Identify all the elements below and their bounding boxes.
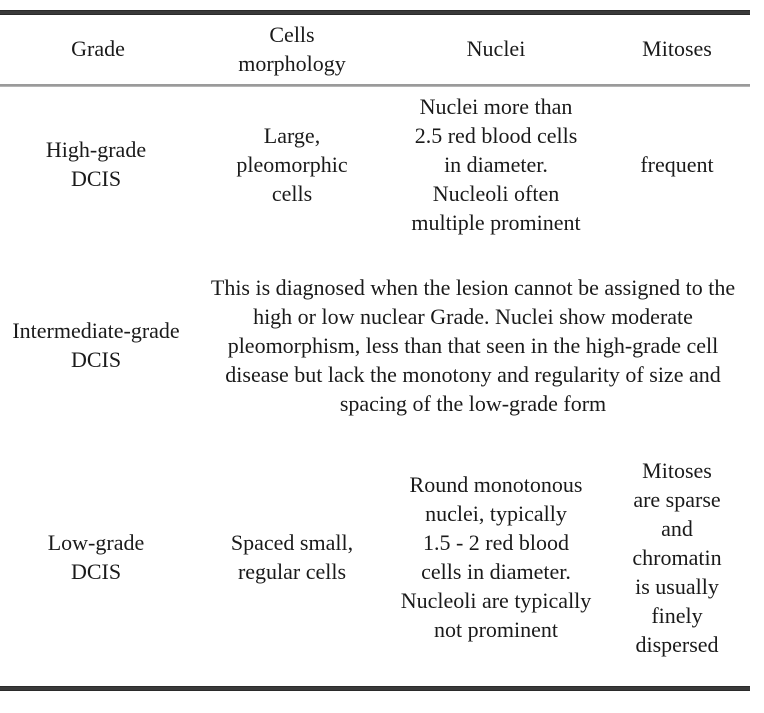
- table-body: High-grade DCIS Large, pleomorphic cells…: [0, 84, 750, 668]
- table-row: Low-grade DCIS Spaced small, regular cel…: [0, 446, 750, 668]
- table-header-row: Grade Cells morphology Nuclei Mitoses: [0, 13, 750, 84]
- grade-high-line2: DCIS: [70, 166, 122, 191]
- grade-intermediate-line2: DCIS: [70, 347, 122, 372]
- table-row: Intermediate-grade DCIS This is diagnose…: [0, 244, 750, 446]
- grade-intermediate-line1: Intermediate-grade: [12, 318, 180, 343]
- column-header-grade-label: Grade: [71, 36, 125, 61]
- column-header-cells-line2: morphology: [238, 50, 346, 76]
- cell-cells-low: Spaced small, regular cells: [230, 530, 354, 584]
- table-top-rule: [0, 10, 750, 15]
- cell-grade-low: Low-grade DCIS: [0, 446, 196, 668]
- column-header-grade: Grade: [0, 13, 196, 84]
- dcis-grade-table: Grade Cells morphology Nuclei Mitoses Hi…: [0, 13, 750, 668]
- column-header-mitoses-label: Mitoses: [642, 36, 712, 61]
- cell-nuclei-low: Round monotonous nuclei, typically 1.5 -…: [400, 472, 592, 642]
- column-header-nuclei: Nuclei: [388, 13, 604, 84]
- column-header-mitoses: Mitoses: [604, 13, 750, 84]
- cell-nuclei-high: Nuclei more than 2.5 red blood cells in …: [411, 93, 581, 235]
- table-header-rule: [0, 84, 750, 87]
- column-header-cells-morphology: Cells morphology: [196, 13, 388, 84]
- column-header-cells-line1: Cells: [269, 21, 315, 47]
- table-bottom-rule: [0, 686, 750, 691]
- cell-grade-high: High-grade DCIS: [0, 84, 196, 244]
- cell-intermediate-description: This is diagnosed when the lesion cannot…: [210, 274, 736, 416]
- grade-low-line1: Low-grade: [47, 530, 145, 555]
- cell-cells-high: Large, pleomorphic cells: [236, 122, 348, 206]
- grade-low-line2: DCIS: [70, 559, 122, 584]
- table-header: Grade Cells morphology Nuclei Mitoses: [0, 13, 750, 84]
- cell-mitoses-high: frequent: [640, 151, 714, 177]
- grade-high-line1: High-grade: [45, 137, 147, 162]
- column-header-nuclei-label: Nuclei: [466, 36, 526, 61]
- cell-mitoses-low: Mitoses are sparse and chromatin is usua…: [632, 457, 722, 657]
- table-row: High-grade DCIS Large, pleomorphic cells…: [0, 84, 750, 244]
- cell-grade-intermediate: Intermediate-grade DCIS: [0, 244, 196, 446]
